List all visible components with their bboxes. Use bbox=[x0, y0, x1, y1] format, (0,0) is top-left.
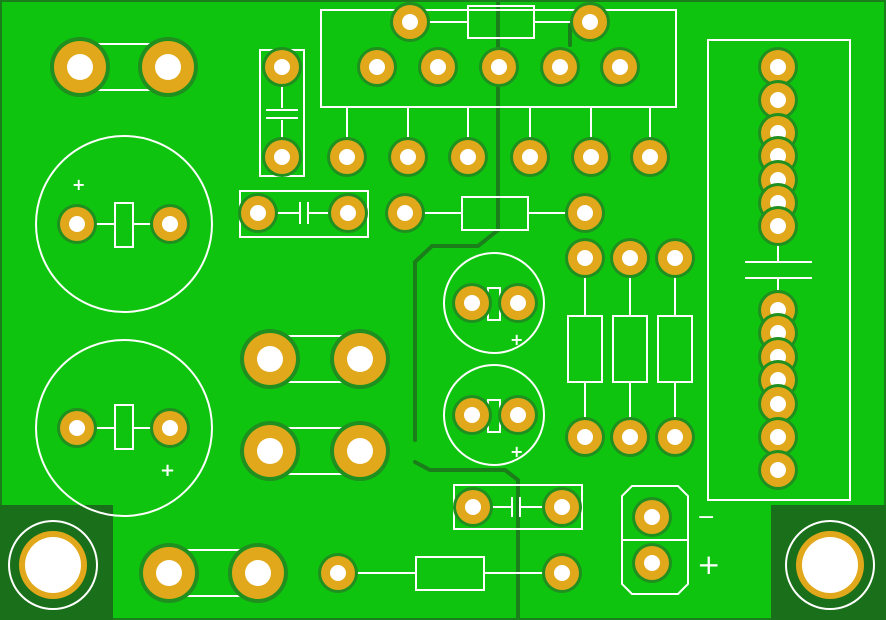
pad bbox=[570, 2, 610, 42]
pad bbox=[479, 47, 519, 87]
power-plus-label: + bbox=[697, 548, 720, 581]
cap-plus-label: + bbox=[72, 175, 85, 194]
pad bbox=[542, 487, 582, 527]
pad bbox=[238, 193, 278, 233]
pad bbox=[453, 487, 493, 527]
pad bbox=[139, 543, 199, 603]
pad bbox=[228, 543, 288, 603]
pad bbox=[262, 137, 302, 177]
pad bbox=[565, 193, 605, 233]
pad bbox=[630, 137, 670, 177]
pad bbox=[565, 417, 605, 457]
pad bbox=[330, 329, 390, 389]
pad bbox=[655, 238, 695, 278]
mount-hole-right bbox=[771, 505, 886, 620]
pad bbox=[388, 137, 428, 177]
cap-plus-label: + bbox=[510, 442, 523, 461]
pad bbox=[57, 204, 97, 244]
cap-plus-label: + bbox=[160, 460, 175, 481]
pad bbox=[240, 329, 300, 389]
pad bbox=[318, 553, 358, 593]
pad bbox=[510, 137, 550, 177]
pad bbox=[610, 417, 650, 457]
pad bbox=[600, 47, 640, 87]
pad bbox=[390, 2, 430, 42]
pad bbox=[328, 193, 368, 233]
pad bbox=[540, 47, 580, 87]
pad bbox=[138, 37, 198, 97]
pad bbox=[240, 421, 300, 481]
pad bbox=[385, 193, 425, 233]
pad bbox=[452, 395, 492, 435]
pad bbox=[498, 283, 538, 323]
pad bbox=[758, 450, 798, 490]
cap-plus-label: + bbox=[510, 330, 523, 349]
pad bbox=[758, 206, 798, 246]
pad bbox=[498, 395, 538, 435]
pad bbox=[610, 238, 650, 278]
pad bbox=[330, 421, 390, 481]
pad bbox=[150, 204, 190, 244]
pad bbox=[542, 553, 582, 593]
pad bbox=[327, 137, 367, 177]
pad bbox=[448, 137, 488, 177]
pad bbox=[150, 408, 190, 448]
pad bbox=[565, 238, 605, 278]
pad bbox=[452, 283, 492, 323]
pad bbox=[262, 47, 302, 87]
power-minus-label: − bbox=[697, 505, 715, 530]
pad bbox=[571, 137, 611, 177]
pad bbox=[632, 543, 672, 583]
pad bbox=[57, 408, 97, 448]
mount-hole-left bbox=[0, 505, 113, 620]
pad bbox=[655, 417, 695, 457]
pad bbox=[50, 37, 110, 97]
pad bbox=[632, 497, 672, 537]
pad bbox=[357, 47, 397, 87]
pad bbox=[418, 47, 458, 87]
